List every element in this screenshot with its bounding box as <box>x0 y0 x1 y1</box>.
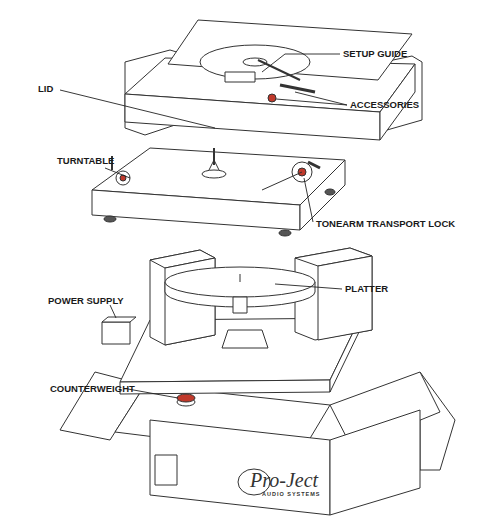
platter-spindle-hole <box>240 274 241 282</box>
box-sticker <box>155 455 177 485</box>
leader-line <box>110 305 116 318</box>
lid-drawing <box>125 20 422 140</box>
counterweight-drawing <box>177 394 195 406</box>
bearing <box>202 170 226 178</box>
part-label: PLATTER <box>345 284 388 294</box>
leader-line <box>262 54 340 72</box>
platter-drawing <box>165 267 315 313</box>
foam-tray <box>120 248 372 394</box>
power-supply-box <box>102 317 136 322</box>
leader-line <box>128 389 178 398</box>
leader-line <box>275 284 342 289</box>
power-supply-box <box>102 322 130 344</box>
accessory-pack <box>225 72 255 82</box>
tonearm-rest <box>308 162 320 168</box>
box-front <box>150 420 330 515</box>
tonearm <box>262 172 302 190</box>
foam-block <box>318 256 372 340</box>
leader-line <box>304 178 313 222</box>
foot <box>325 189 335 195</box>
leader-line <box>105 168 130 178</box>
leader-lines <box>60 54 347 398</box>
part-label: POWER SUPPLY <box>48 296 124 306</box>
spindle <box>213 148 215 165</box>
leader-line <box>276 99 347 105</box>
part-label: TONEARM TRANSPORT LOCK <box>316 219 455 229</box>
part-label: COUNTERWEIGHT <box>50 384 135 394</box>
platter-top <box>165 267 315 297</box>
brand-subtitle: AUDIO SYSTEMS <box>262 492 321 498</box>
counterweight-top <box>177 394 195 402</box>
part-label: TURNTABLE <box>57 156 114 166</box>
foot <box>279 230 291 236</box>
foam-base <box>120 380 330 394</box>
plinth-front <box>92 190 300 230</box>
leader-line <box>60 90 215 128</box>
part-label: SETUP GUIDE <box>343 49 407 59</box>
accessory <box>268 94 276 102</box>
platter-hub <box>233 297 247 313</box>
foam-recess <box>222 330 268 348</box>
brand-logo: Pro-Ject <box>250 470 318 490</box>
lid-front <box>125 94 380 140</box>
box-side <box>330 410 420 515</box>
turntable-drawing <box>92 148 345 236</box>
setup-guide-sheet <box>168 20 412 80</box>
foot <box>104 216 116 222</box>
accessory <box>280 85 315 92</box>
part-label: ACCESSORIES <box>350 100 419 110</box>
part-label: LID <box>38 84 53 94</box>
